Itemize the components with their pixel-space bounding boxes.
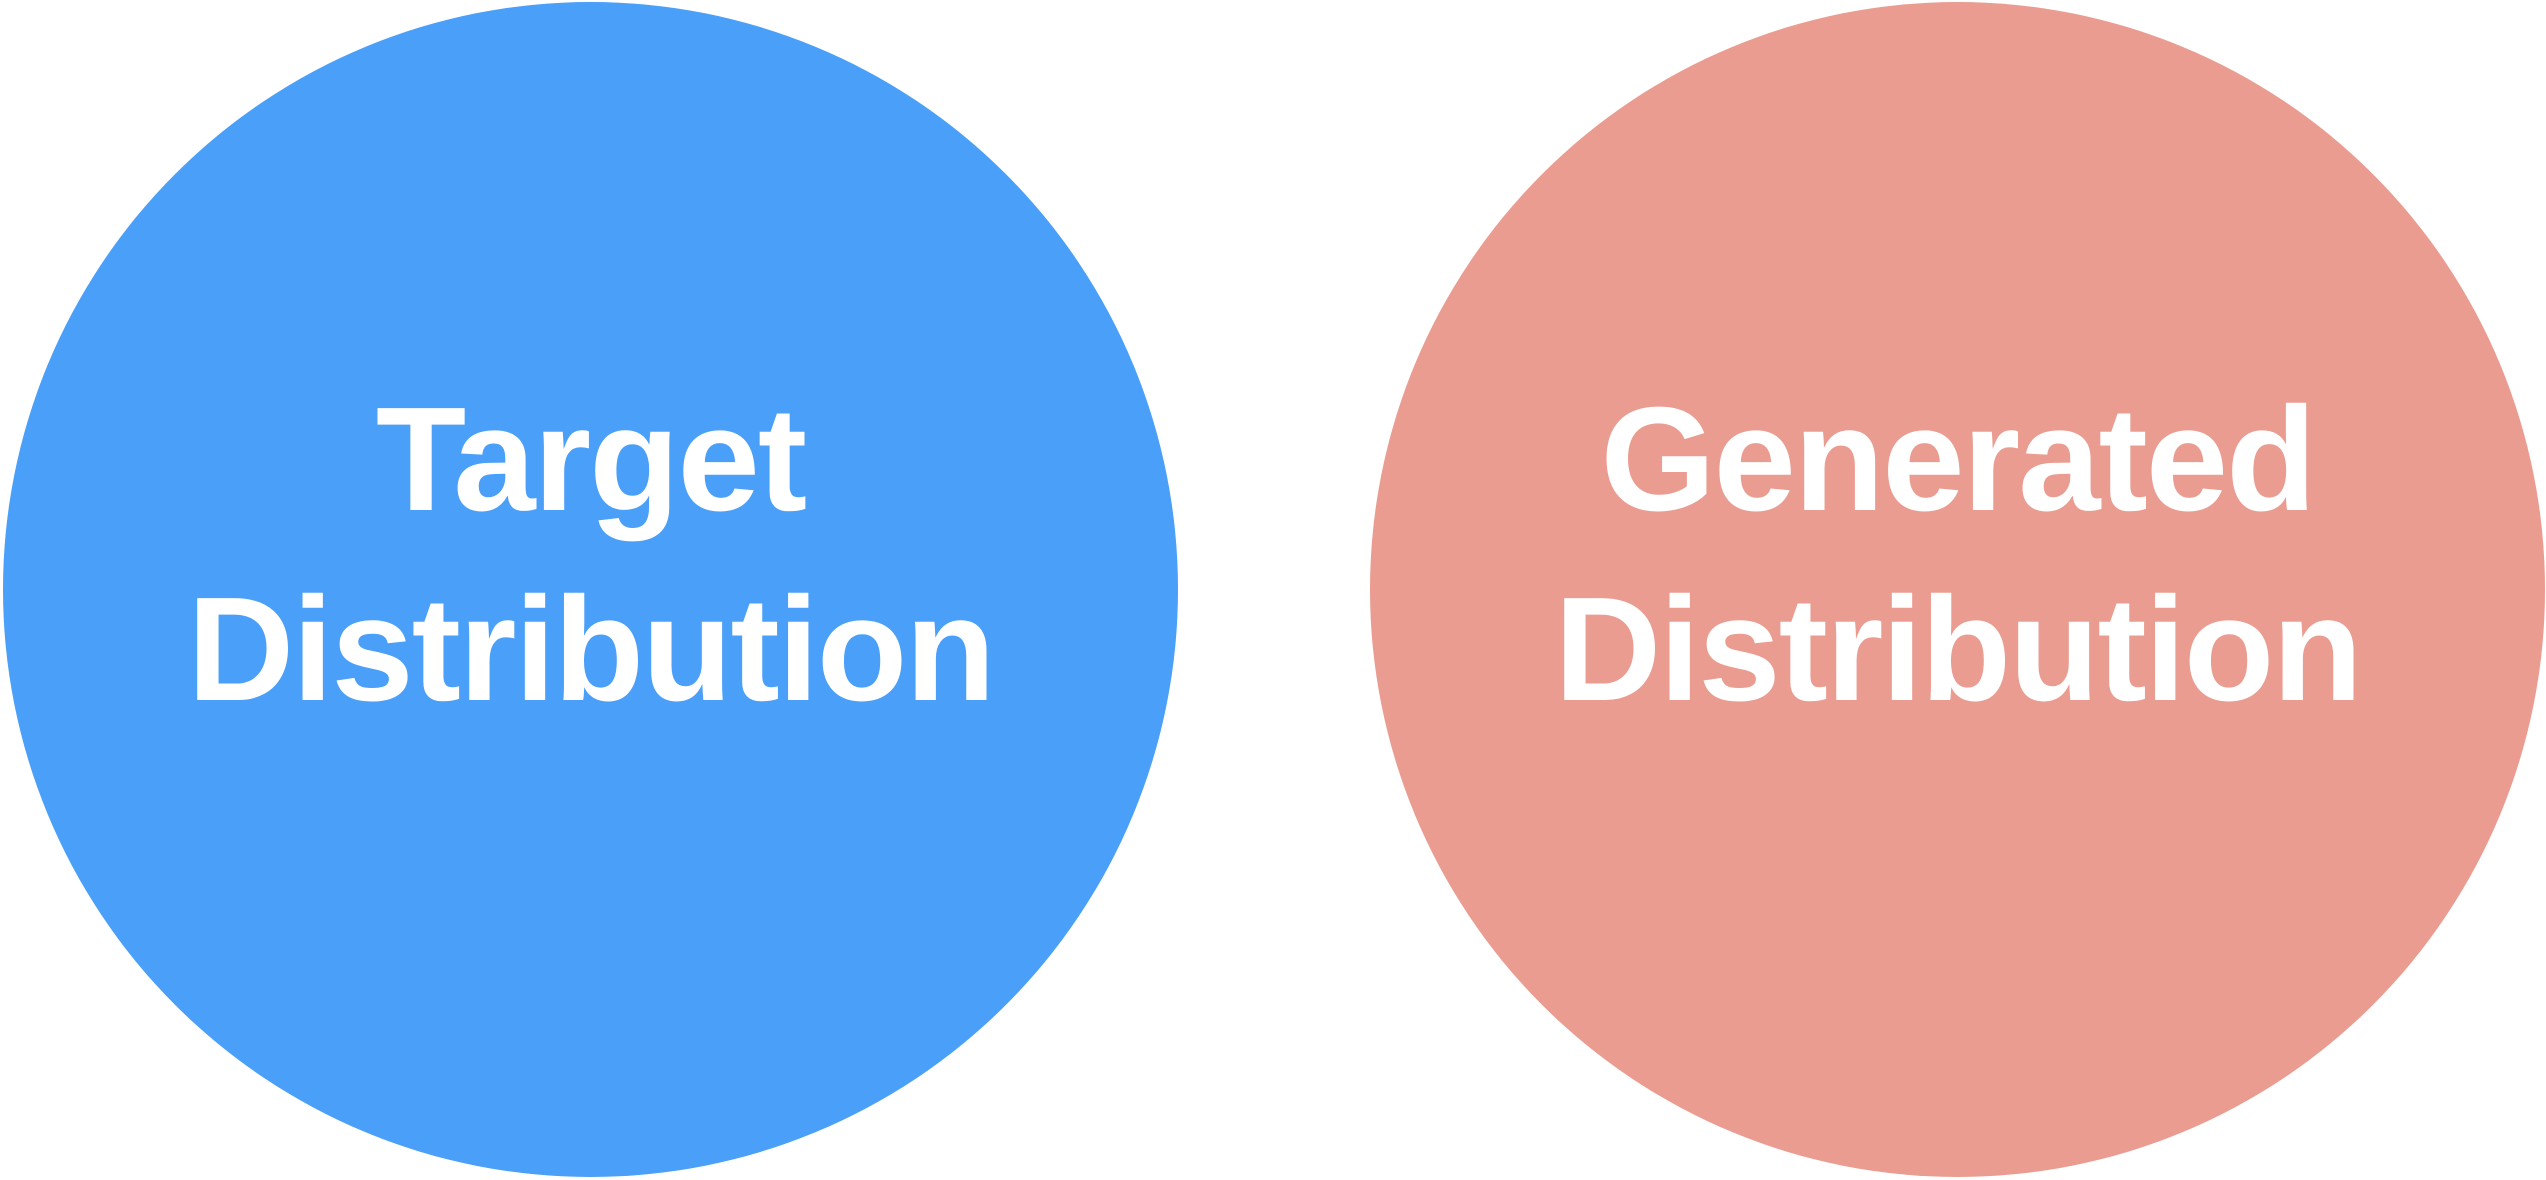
- generated-distribution-label-line1: Generated: [1600, 376, 2316, 542]
- generated-distribution-circle: Generated Distribution: [1370, 2, 2545, 1177]
- target-distribution-label: Target Distribution: [187, 365, 995, 745]
- generated-distribution-label: Generated Distribution: [1554, 365, 2362, 745]
- target-distribution-circle: Target Distribution: [3, 2, 1178, 1177]
- target-distribution-label-line1: Target: [375, 376, 807, 542]
- target-distribution-label-line2: Distribution: [187, 566, 995, 732]
- generated-distribution-label-line2: Distribution: [1554, 566, 2362, 732]
